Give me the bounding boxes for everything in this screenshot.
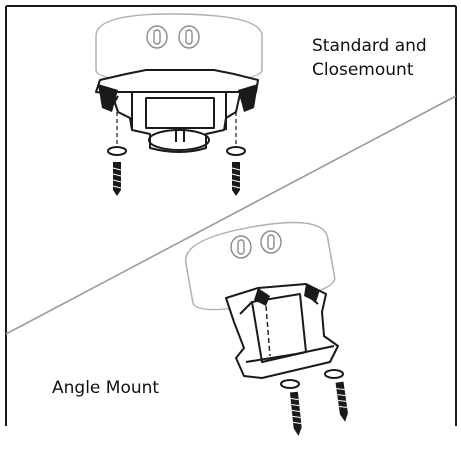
angle-housing-screw-holes — [230, 230, 282, 259]
angle-right-screw — [335, 381, 348, 422]
section-divider — [5, 95, 457, 335]
right-washer — [226, 146, 246, 156]
standard-mount-label-line2: Closemount — [312, 60, 414, 80]
housing-screw-holes — [146, 25, 200, 49]
bracket-right-wing — [238, 84, 258, 112]
frame-border — [5, 5, 457, 426]
mount-bracket — [95, 69, 259, 153]
left-screw — [112, 162, 122, 196]
angle-center-guide — [265, 305, 271, 357]
angle-mount-label: Angle Mount — [52, 378, 160, 398]
angle-right-washer — [324, 369, 344, 379]
right-screw — [231, 162, 241, 196]
angle-left-screw — [289, 391, 302, 436]
angle-mount-illustration — [185, 221, 348, 436]
angle-bracket — [225, 283, 339, 379]
standard-mount-illustration — [95, 13, 263, 196]
bracket-left-wing — [98, 84, 118, 112]
standard-mount-label-line1: Standard and — [312, 36, 427, 56]
standard-mount-label: Standard and Closemount — [312, 34, 427, 82]
angle-bracket-clip-right — [304, 284, 320, 302]
angle-left-washer — [280, 379, 300, 389]
left-washer — [107, 146, 127, 156]
angle-camera-housing-ghost — [185, 221, 336, 311]
angle-bracket-clip-left — [254, 288, 270, 306]
